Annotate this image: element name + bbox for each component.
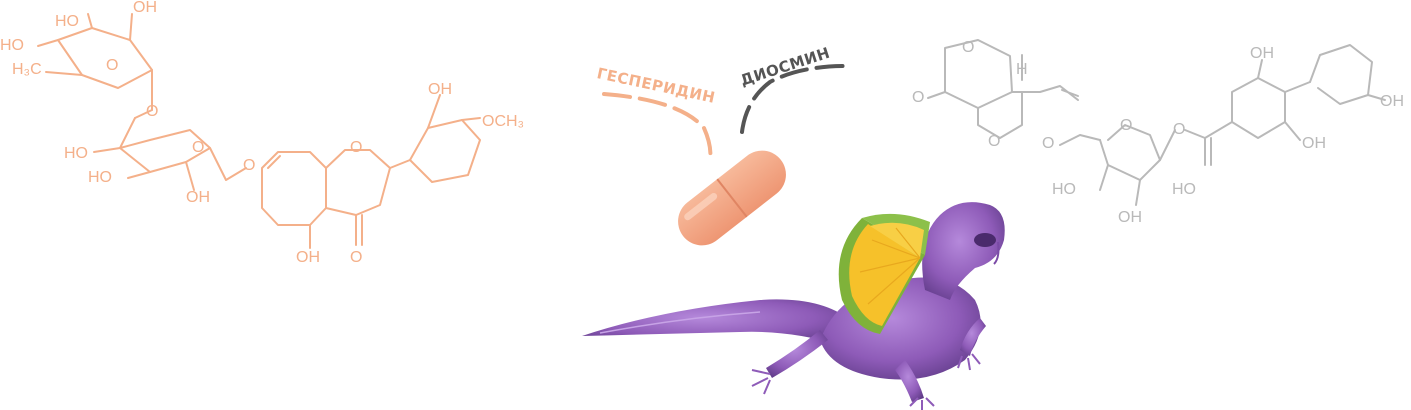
atom-label: O [243,157,256,174]
atom-label: HO [0,37,24,54]
atom-label: O [350,139,363,156]
atom-label: O [1042,135,1055,152]
atom-label: OH [1302,135,1326,152]
atom-label: HO [64,145,88,162]
atom-label: OH [1380,93,1404,110]
atom-label: OH [1118,209,1142,226]
atom-label: O [106,57,119,74]
atom-label: O [1173,121,1186,138]
atom-label: HO [88,169,112,186]
atom-label: O [192,139,205,156]
atom-label: HO [55,13,79,30]
atom-label: OCH₃ [482,113,525,130]
atom-label: OH [133,0,157,16]
atom-label: O [962,39,975,56]
atom-label: O [988,133,1001,150]
atom-label: O [350,249,363,266]
atom-label: OH [296,249,320,266]
atom-label: OH [428,81,452,98]
atom-label: H₃C [12,61,42,78]
atom-label: HO [1172,181,1196,198]
atom-label: O [1120,117,1133,134]
atom-label: O [146,103,159,120]
atom-label: O [912,89,925,106]
atom-label: OH [186,189,210,206]
atom-label: HO [1052,181,1076,198]
atom-label: OH [1250,45,1274,62]
atom-label: H [1016,61,1028,78]
